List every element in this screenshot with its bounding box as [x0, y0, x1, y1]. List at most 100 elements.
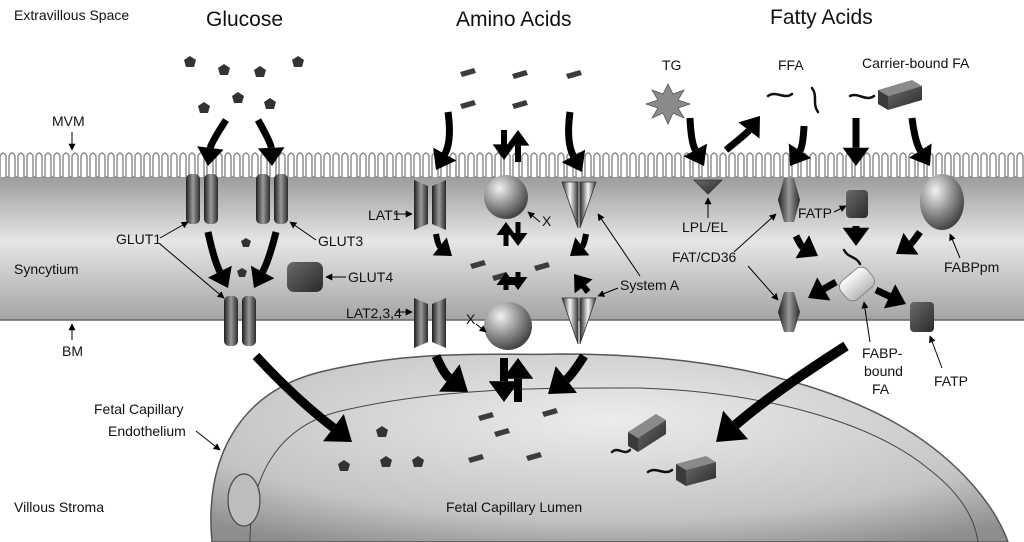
- flow-arrow-head: [439, 364, 468, 392]
- x-basal-pointer: [475, 323, 487, 333]
- flow-arrow-head: [795, 235, 818, 259]
- system-a-pointer-apical: [597, 213, 641, 277]
- fatp-bottom-pointer: [928, 335, 943, 369]
- amino-acid-molecules: [460, 68, 582, 463]
- fetal-capillary: [210, 353, 1009, 542]
- fabppm-protein: [920, 174, 964, 230]
- flow-arrow-head: [492, 144, 516, 160]
- microvillous-membrane: [0, 152, 1024, 178]
- carrier-bound-fa-lumen-1: [628, 414, 666, 452]
- amino-acid-molecule: [542, 408, 558, 417]
- label-villous-stroma: Villous Stroma: [14, 499, 104, 515]
- glucose-molecule: [218, 64, 230, 75]
- label-x-basal: X: [466, 311, 476, 327]
- flow-arrow-shaft: [254, 118, 275, 149]
- flow-arrow-head: [496, 222, 516, 235]
- flow-arrow-head: [883, 284, 906, 309]
- flow-arrow-head: [508, 233, 528, 246]
- flow-arrow-shaft: [792, 234, 805, 250]
- flow-arrow-head: [561, 149, 586, 172]
- fatty-acid-chain: [810, 86, 820, 114]
- glucose-molecule: [264, 98, 276, 109]
- flow-arrow-head: [433, 147, 457, 170]
- fatty-acid-chain: [766, 92, 794, 98]
- lpl-el-enzyme: [693, 179, 723, 195]
- capillary-inner-boundary: [249, 387, 979, 542]
- label-carrier-bound-fa: Carrier-bound FA: [862, 55, 970, 71]
- label-x-apical: X: [542, 213, 552, 229]
- label-lat1: LAT1: [368, 207, 401, 223]
- flow-arrow-shaft: [204, 231, 224, 274]
- fatty-acid-chain: [646, 468, 674, 474]
- flow-arrow-shaft: [908, 117, 924, 153]
- fabp-bound-pointer: [861, 301, 871, 343]
- label-fabp-bound-3: FA: [872, 381, 890, 397]
- flow-arrow-head: [432, 237, 452, 256]
- label-glut3: GLUT3: [318, 233, 363, 249]
- flow-arrow-head: [683, 143, 708, 166]
- label-bm: BM: [62, 343, 83, 359]
- label-fatp-top: FATP: [798, 205, 832, 221]
- flow-arrow-head: [842, 147, 870, 166]
- fat-cd36-basal: [778, 292, 800, 332]
- label-glut1: GLUT1: [116, 231, 161, 247]
- x-apical-pointer: [527, 211, 541, 223]
- exchanger-x-basal: [484, 302, 532, 350]
- flow-arrow-head: [738, 116, 760, 139]
- glut3-pointer: [289, 221, 317, 241]
- flow-arrow-head: [250, 265, 275, 288]
- fatp-apical: [846, 190, 868, 218]
- glucose-molecule: [380, 456, 392, 467]
- transport-flow-arrows: [197, 111, 932, 442]
- flow-arrow-head: [488, 381, 520, 402]
- label-fetal-capillary: Fetal Capillary: [94, 401, 183, 417]
- carrier-bound-fa-lumen-2: [676, 456, 716, 486]
- glucose-molecules: [184, 56, 424, 471]
- amino-acid-molecule: [468, 454, 484, 463]
- fatty-acid-chain: [610, 448, 632, 454]
- amino-acid-molecule: [512, 100, 528, 109]
- flow-arrow-shaft: [723, 128, 752, 153]
- glucose-molecule: [241, 238, 251, 247]
- flow-arrow-head: [570, 237, 590, 256]
- amino-acid-molecule: [492, 272, 508, 281]
- amino-acid-molecule: [494, 428, 510, 437]
- flow-arrow-shaft: [206, 118, 229, 149]
- label-fetal-capillary-lumen: Fetal Capillary Lumen: [446, 499, 582, 515]
- flow-arrow-shaft: [563, 353, 588, 384]
- free-fatty-acid-chains: [610, 86, 876, 474]
- glut1-pointer-bottom: [159, 243, 225, 299]
- glucose-molecule: [412, 456, 424, 467]
- flow-arrow-head: [909, 143, 932, 166]
- fabppm-pointer: [949, 233, 961, 259]
- lat1-transporter: [414, 180, 446, 230]
- flow-arrow-head: [502, 358, 534, 379]
- system-a-transporter-apical: [561, 181, 597, 229]
- label-ffa: FFA: [778, 57, 804, 73]
- glut4-vesicle: [287, 262, 323, 292]
- amino-acid-molecule: [460, 68, 476, 77]
- flow-arrow-head: [323, 414, 352, 442]
- glucose-molecule: [237, 268, 247, 277]
- heading-glucose: Glucose: [206, 8, 283, 31]
- label-glut4: GLUT4: [348, 269, 393, 285]
- flow-arrow-head: [548, 366, 577, 394]
- fat-cd36-apical: [778, 178, 800, 222]
- flow-arrow-shaft: [441, 111, 453, 156]
- flow-arrow-head: [574, 274, 593, 294]
- triglyceride-burst: [644, 83, 692, 125]
- flow-arrow-shaft: [732, 341, 849, 429]
- endothelial-nucleus: [227, 473, 261, 527]
- amino-acid-molecule: [512, 70, 528, 79]
- flow-arrow-head: [716, 410, 749, 442]
- flow-arrow-shaft: [579, 282, 591, 294]
- label-syncytium: Syncytium: [14, 261, 79, 277]
- glut1-transporter: [186, 174, 218, 224]
- fatty-acid-chain: [848, 93, 876, 100]
- flow-arrow-head: [506, 130, 530, 146]
- flow-arrow-head: [508, 277, 528, 290]
- amino-acid-molecule: [470, 260, 486, 269]
- flow-arrow-head: [896, 232, 919, 255]
- label-lpl-el: LPL/EL: [682, 219, 728, 235]
